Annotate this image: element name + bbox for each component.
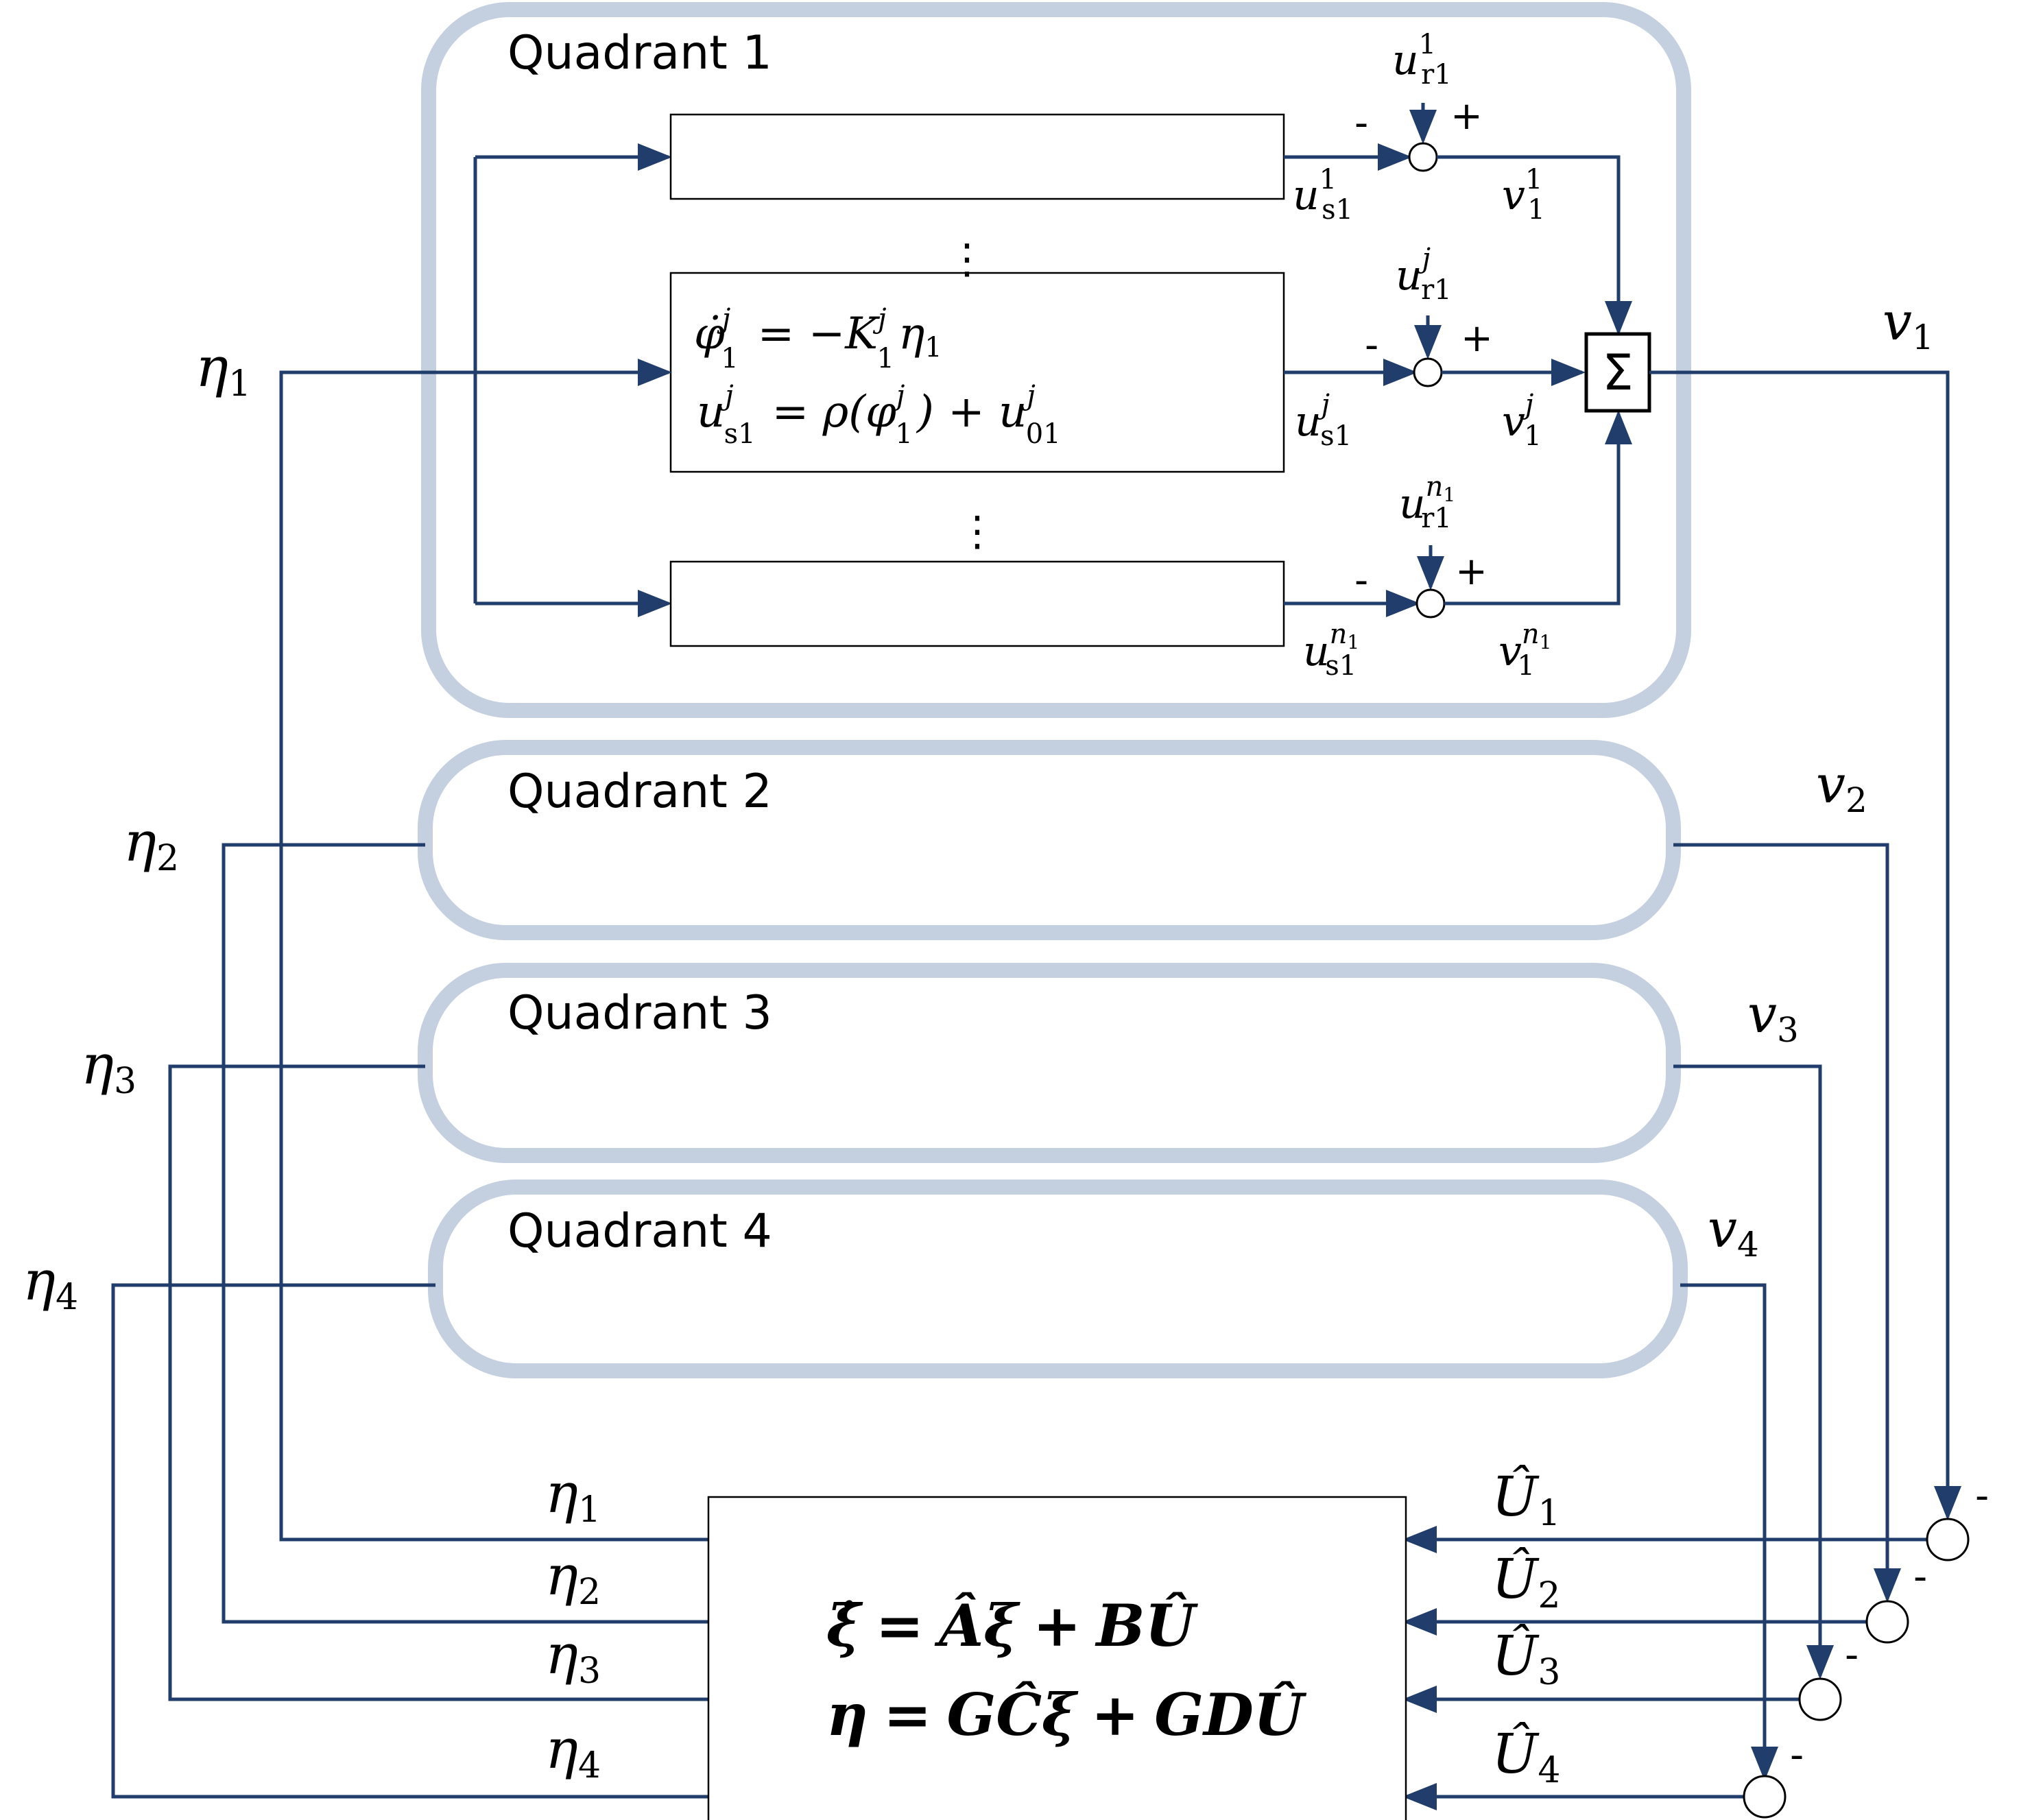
eta3-wire [168, 1064, 708, 1701]
u3-hat-label: Û3 [1492, 1623, 1561, 1693]
eta4-label-left: η4 [23, 1249, 78, 1318]
q1-junction-n1-plus: + [1455, 549, 1488, 594]
q1-junction-n1-minus: - [1354, 558, 1368, 603]
q1-v1-n1-wire [1444, 410, 1632, 606]
v4-label: v4 [1708, 1198, 1759, 1265]
q1-sum-symbol: Σ [1602, 344, 1634, 401]
controller-box-j [669, 272, 1285, 473]
v2-wire [1673, 843, 1901, 1603]
v3-wire [1673, 1064, 1834, 1679]
q1-junction-1-minus: - [1354, 101, 1368, 145]
error-junction-3-minus: - [1845, 1633, 1859, 1677]
quadrant-3-title: Quadrant 3 [507, 986, 772, 1040]
eta2-wire [222, 843, 708, 1624]
quadrant-2-title: Quadrant 2 [507, 765, 772, 819]
quadrant-1-title: Quadrant 1 [507, 26, 772, 80]
q1-junction-n1 [1415, 588, 1446, 619]
v4-wire [1680, 1283, 1778, 1781]
eta2-label-plant: η2 [545, 1544, 601, 1613]
error-junction-2-minus: - [1913, 1555, 1927, 1599]
error-junction-3 [1798, 1677, 1842, 1721]
quadrant-2-frame [418, 740, 1681, 940]
error-junction-4-minus: - [1790, 1733, 1804, 1777]
q1-junction-j-plus: + [1461, 316, 1493, 361]
error-junction-4 [1743, 1775, 1787, 1819]
quadrant-3-frame [418, 963, 1681, 1163]
error-junction-2 [1865, 1600, 1909, 1644]
eta4-label-plant: η4 [545, 1717, 601, 1786]
v1-label: v1 [1883, 291, 1934, 357]
quadrant-1-frame [421, 2, 1691, 718]
error-junction-1 [1926, 1518, 1970, 1561]
v1-wire [1649, 370, 1961, 1520]
u4-hat-label: Û4 [1492, 1721, 1561, 1791]
q1-sum-block [1584, 332, 1651, 413]
controller-box-n1 [669, 560, 1285, 647]
eta3-label-plant: η3 [545, 1623, 601, 1692]
vdots-upper: ⋮ [946, 235, 988, 283]
plant-block [707, 1496, 1407, 1820]
eta4-wire [111, 1283, 708, 1799]
controller-box-1 [669, 113, 1285, 200]
eta1-wire [279, 359, 708, 1542]
plant-equation-state: ξ̇=Âξ+BÛ [826, 1592, 1198, 1660]
v2-label: v2 [1816, 754, 1867, 820]
q1-junction-1 [1408, 142, 1438, 172]
v3-label: v3 [1747, 983, 1799, 1050]
eta1-label-plant: η1 [545, 1461, 601, 1531]
u1-hat-label: Û1 [1492, 1464, 1561, 1534]
q1-junction-1-plus: + [1450, 94, 1483, 139]
plant-equation-output: η=GĈξ+GDÛ [826, 1681, 1307, 1749]
q1-junction-j-minus: - [1365, 323, 1378, 368]
eta1-label-left: η1 [195, 335, 251, 405]
quadrant-4-title: Quadrant 4 [507, 1204, 772, 1258]
quadrant-4-frame [428, 1180, 1688, 1378]
error-junction-1-minus: - [1975, 1474, 1989, 1518]
eta3-label-left: η3 [81, 1033, 136, 1102]
vdots-lower: ⋮ [957, 507, 998, 555]
q1-v1-1-wire [1437, 155, 1632, 335]
q1-junction-j [1413, 357, 1443, 387]
eta2-label-left: η2 [123, 810, 179, 879]
u2-hat-label: Û2 [1492, 1546, 1561, 1616]
